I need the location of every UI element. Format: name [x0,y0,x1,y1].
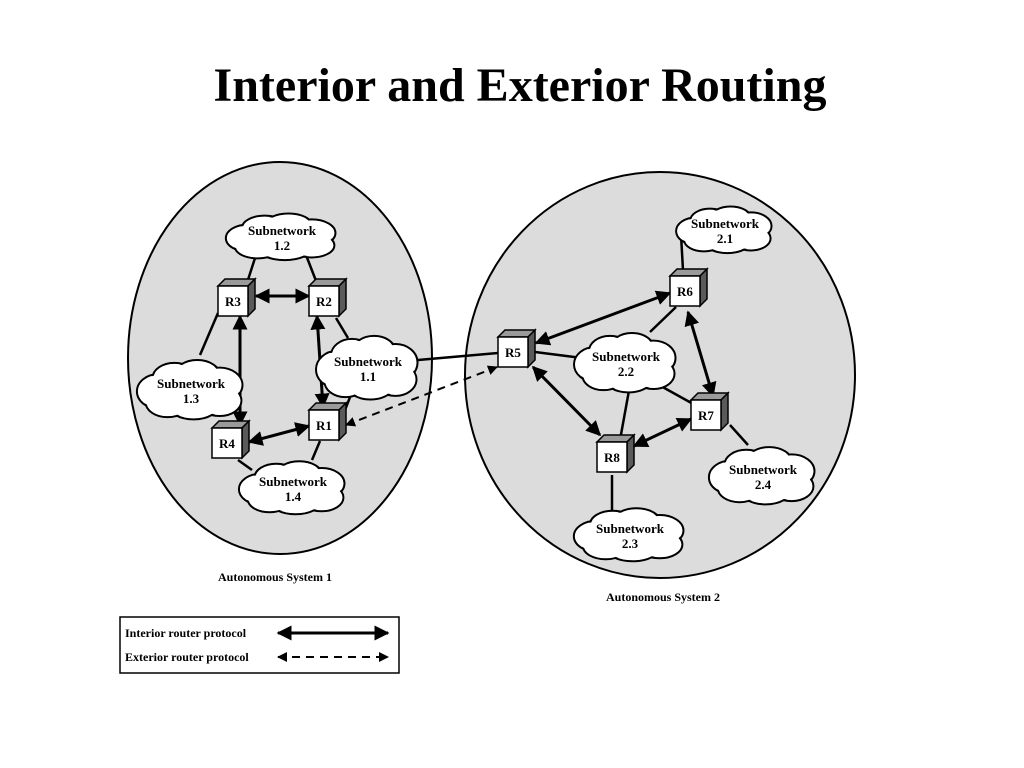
subnetwork-id: 1.3 [183,391,200,406]
as2-label: Autonomous System 2 [606,590,720,604]
router-r5: R5 [496,328,537,369]
router-label: R6 [677,284,693,299]
router-r2: R2 [307,277,348,318]
as1-label: Autonomous System 1 [218,570,332,584]
router-r4: R4 [210,419,251,460]
legend-exterior-label: Exterior router protocol [125,650,249,664]
page-title: Interior and Exterior Routing [213,59,827,112]
router-r6: R6 [668,267,709,308]
legend-interior-label: Interior router protocol [125,626,247,640]
subnetwork-id: 2.2 [618,364,634,379]
subnetwork-name: Subnetwork [157,376,226,391]
subnetwork-name: Subnetwork [592,349,661,364]
subnetwork-name: Subnetwork [596,521,665,536]
router-label: R4 [219,436,235,451]
subnetwork-id: 1.2 [274,238,290,253]
router-r8: R8 [595,433,636,474]
subnetwork-id: 2.1 [717,231,733,246]
router-label: R5 [505,345,521,360]
legend: Interior router protocol Exterior router… [119,616,400,674]
subnetwork-name: Subnetwork [691,216,760,231]
router-label: R3 [225,294,241,309]
router-r7: R7 [689,391,730,432]
router-r1: R1 [307,401,348,442]
subnetwork-name: Subnetwork [248,223,317,238]
subnetwork-id: 2.4 [755,477,772,492]
subnetwork-id: 2.3 [622,536,639,551]
subnetwork-name: Subnetwork [259,474,328,489]
router-label: R8 [604,450,620,465]
router-label: R7 [698,408,714,423]
router-r3: R3 [216,277,257,318]
subnetwork-id: 1.1 [360,369,376,384]
subnetwork-name: Subnetwork [334,354,403,369]
router-label: R1 [316,418,332,433]
subnetwork-name: Subnetwork [729,462,798,477]
subnetwork-id: 1.4 [285,489,302,504]
router-label: R2 [316,294,332,309]
